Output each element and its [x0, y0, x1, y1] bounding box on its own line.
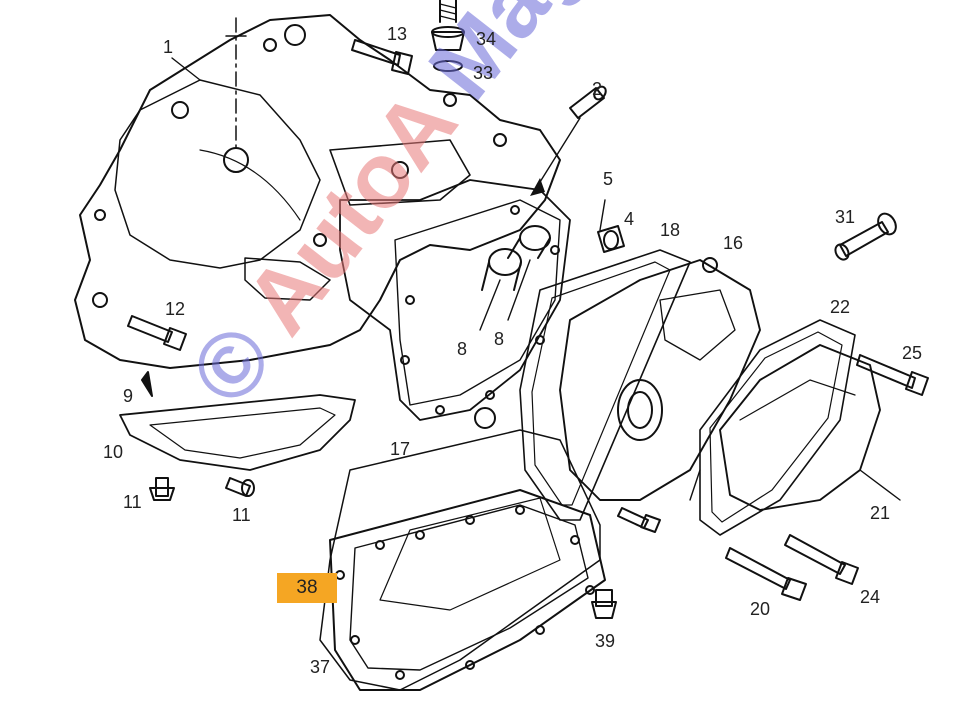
bolt-11a — [149, 477, 175, 501]
bolt-small — [617, 507, 661, 533]
bracket-10 — [119, 394, 356, 471]
label-11a: 11 — [123, 492, 142, 512]
label-17: 17 — [390, 439, 411, 459]
gasket-18 — [519, 249, 691, 521]
pin — [569, 85, 607, 119]
highlighted-part-38[interactable]: 38 — [277, 573, 337, 603]
label-16: 16 — [723, 233, 744, 253]
bolt-24 — [784, 534, 859, 585]
oil-pan-37 — [329, 489, 606, 691]
bolt-13 — [351, 39, 413, 75]
bolt-11b — [225, 477, 255, 497]
label-1: 1 — [163, 37, 174, 57]
label-4: 4 — [624, 209, 635, 229]
label-34: 34 — [476, 29, 497, 49]
label-21: 21 — [870, 503, 891, 523]
label-31: 31 — [835, 207, 856, 227]
gasket-22 — [699, 319, 856, 536]
label-20: 20 — [750, 599, 771, 619]
label-10: 10 — [103, 442, 124, 462]
label-9: 9 — [123, 386, 134, 406]
label-8a: 8 — [457, 339, 468, 359]
bolt-20 — [725, 547, 807, 601]
bolt-12 — [127, 315, 187, 351]
tube-31 — [834, 212, 897, 261]
label-5: 5 — [603, 169, 614, 189]
plug-4-5 — [597, 225, 625, 253]
center-housing — [339, 179, 571, 429]
end-cover-21 — [719, 344, 881, 511]
label-13: 13 — [387, 24, 408, 44]
label-12: 12 — [165, 299, 186, 319]
bushings — [481, 225, 551, 291]
label-18: 18 — [660, 220, 681, 240]
clip-9 — [141, 371, 153, 397]
label-37: 37 — [310, 657, 331, 677]
drain-plug-39 — [591, 589, 617, 619]
label-2: 2 — [592, 79, 603, 99]
label-8b: 8 — [494, 329, 505, 349]
gasket-17 — [319, 429, 601, 691]
bolt-25 — [856, 354, 929, 396]
label-25: 25 — [902, 343, 923, 363]
label-33: 33 — [473, 63, 494, 83]
label-24: 24 — [860, 587, 881, 607]
label-22: 22 — [830, 297, 851, 317]
leader-lines — [171, 57, 901, 501]
label-11b: 11 — [232, 505, 251, 525]
spring-seal-34-33 — [431, 0, 465, 72]
label-39: 39 — [595, 631, 616, 651]
transmission-housing — [74, 14, 561, 369]
